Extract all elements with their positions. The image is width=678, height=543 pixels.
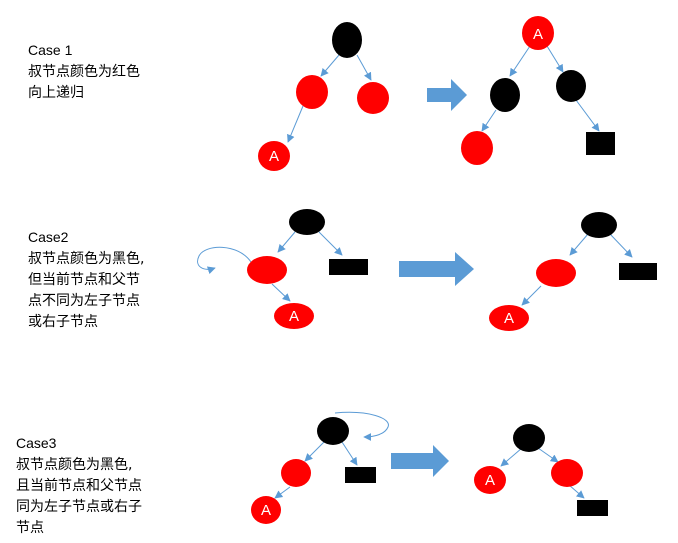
case-2-after-tree: A xyxy=(489,212,657,331)
case-3-title: Case3 xyxy=(16,435,57,451)
current-node-label: A xyxy=(261,502,271,519)
edge xyxy=(318,231,343,256)
case-2-desc-line-3: 点不同为左子节点 xyxy=(28,293,140,309)
grandparent-node-black xyxy=(289,209,325,235)
transform-arrow-icon xyxy=(391,445,449,477)
case-2-desc-line-4: 或右子节点 xyxy=(28,314,98,330)
edge xyxy=(320,54,340,77)
edge xyxy=(500,447,523,467)
case-2-title: Case2 xyxy=(28,229,69,245)
case-3-desc-line-1: 叔节点颜色为黑色, xyxy=(16,456,132,473)
transform-arrow-icon xyxy=(427,79,467,111)
case-1-desc-line-1: 叔节点颜色为红色 xyxy=(28,63,140,80)
case-1: Case 1 叔节点颜色为红色 向上递归 A A xyxy=(28,16,615,171)
parent-node-red xyxy=(247,256,287,284)
grandparent-node-black xyxy=(513,424,545,452)
edge xyxy=(509,45,531,77)
uncle-node-black xyxy=(329,259,368,275)
edge xyxy=(575,99,600,132)
edge xyxy=(271,283,291,302)
case-2: Case2 叔节点颜色为黑色, 但当前节点和父节 点不同为左子节点 或右子节点 … xyxy=(28,209,657,331)
nil-leaf-node xyxy=(577,500,608,516)
current-node-red xyxy=(258,141,290,171)
edge xyxy=(568,484,585,499)
case-1-title: Case 1 xyxy=(28,42,73,58)
case-3-desc-line-4: 节点 xyxy=(16,520,44,536)
current-node-red xyxy=(489,305,529,331)
current-node-label: A xyxy=(504,310,514,327)
grandparent-node-black xyxy=(317,417,349,445)
edge xyxy=(546,45,564,73)
uncle-node-black xyxy=(345,467,376,483)
edge xyxy=(274,486,291,499)
child-node-red xyxy=(461,131,493,165)
parent-node-red xyxy=(281,459,311,487)
edge xyxy=(341,441,358,466)
rotation-arrow-icon xyxy=(334,411,389,441)
current-node-label: A xyxy=(269,148,279,165)
edge xyxy=(277,231,296,253)
case-3-desc-line-3: 同为左子节点或右子 xyxy=(16,499,142,515)
edge xyxy=(356,54,372,81)
current-node-label: A xyxy=(289,308,299,325)
uncle-node-black xyxy=(556,70,586,102)
case-1-desc-line-2: 向上递归 xyxy=(28,84,84,101)
edge xyxy=(304,441,325,462)
grandparent-node-red xyxy=(551,459,583,487)
uncle-node-black xyxy=(619,263,657,280)
case-1-before-tree: A xyxy=(258,22,389,171)
case-3-after-tree: A xyxy=(474,424,608,516)
case-2-desc-line-2: 但当前节点和父节 xyxy=(28,271,140,288)
edge xyxy=(569,233,589,256)
parent-node-red xyxy=(536,259,576,287)
edge xyxy=(481,109,497,132)
parent-node-black xyxy=(490,78,520,112)
edge xyxy=(521,285,542,306)
current-node-label: A xyxy=(533,26,543,43)
case-3: Case3 叔节点颜色为黑色, 且当前节点和父节点 同为左子节点或右子 节点 A… xyxy=(16,411,608,536)
nil-leaf-node xyxy=(586,132,615,155)
current-node-red xyxy=(274,303,314,329)
parent-node-red xyxy=(296,75,328,109)
current-node-red xyxy=(251,496,281,524)
edge xyxy=(609,233,633,258)
current-node-label: A xyxy=(485,472,495,489)
rotation-arrow-icon xyxy=(197,246,252,275)
uncle-node-red xyxy=(357,82,389,114)
grandparent-node-red xyxy=(522,16,554,50)
grandparent-node-black xyxy=(332,22,362,58)
case-3-before-tree: A xyxy=(251,411,389,524)
case-1-after-tree: A xyxy=(461,16,615,165)
edge xyxy=(287,105,304,143)
grandparent-node-black xyxy=(581,212,617,238)
current-node-red xyxy=(474,466,506,494)
transform-arrow-icon xyxy=(399,252,474,286)
case-2-desc-line-1: 叔节点颜色为黑色, xyxy=(28,250,144,267)
case-2-before-tree: A xyxy=(197,209,368,329)
edge xyxy=(537,447,559,463)
case-3-desc-line-2: 且当前节点和父节点 xyxy=(16,477,142,494)
